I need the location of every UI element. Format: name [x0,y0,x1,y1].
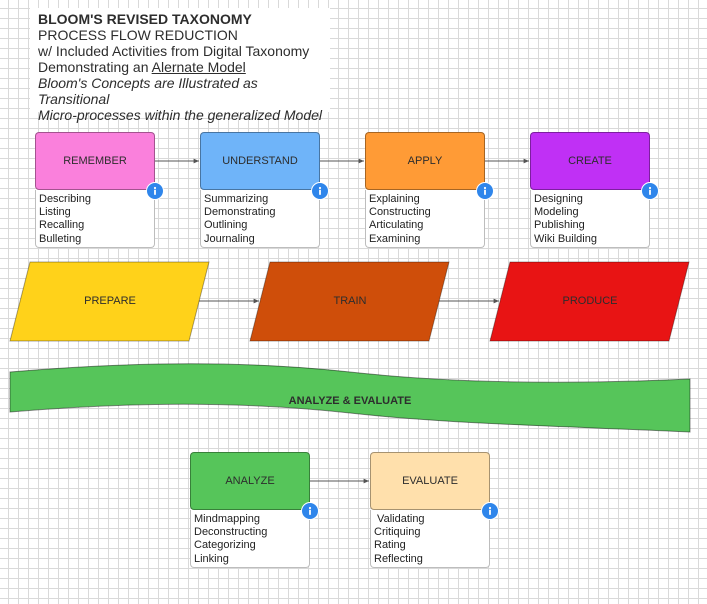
stage-apply-label: APPLY [407,155,443,167]
activity-item: Explaining [369,193,420,205]
info-icon[interactable] [641,182,659,200]
info-icon[interactable] [146,182,164,200]
phase-produce-label: PRODUCE [562,295,617,307]
stage-understand-label: UNDERSTAND [222,155,298,167]
alternate-model-link[interactable]: Alernate Model [151,59,246,75]
stage-analyze-label: ANALYZE [225,475,275,487]
banner-label: ANALYZE & EVALUATE [289,395,412,407]
phase-prepare-label: PREPARE [84,295,136,307]
phase-prepare-shape [9,261,210,342]
info-icon[interactable] [476,182,494,200]
activity-item: Categorizing [194,539,256,552]
stage-understand[interactable]: UNDERSTAND [200,132,320,190]
title-line-4-prefix: Demonstrating an [38,59,152,75]
info-icon[interactable] [311,182,329,200]
activity-item: Publishing [534,219,585,232]
phase-prepare[interactable]: PREPARE [9,261,210,342]
title-line-4: Demonstrating an Alernate Model [38,59,330,75]
activity-item: Summarizing [204,193,269,205]
stage-create-label: CREATE [568,155,612,167]
stage-create[interactable]: CREATE [530,132,650,190]
activity-item: Reflecting [374,552,423,565]
phase-train-shape [249,261,450,342]
activity-item: Describing [39,193,91,205]
activity-item: Bulleting [39,232,82,245]
phase-produce[interactable]: PRODUCE [489,261,690,342]
activity-item: Designing [534,193,583,205]
stage-evaluate[interactable]: EVALUATE [370,452,490,510]
activity-item: Wiki Building [534,232,597,245]
activity-item: Linking [194,552,229,565]
phase-produce-shape [489,261,690,342]
activity-item: Journaling [204,232,255,245]
stage-remember[interactable]: REMEMBER [35,132,155,190]
activity-item: Mindmapping [194,513,261,525]
activity-item: Critiquing [374,526,421,539]
title-line-6: Micro-processes within the generalized M… [38,107,323,123]
phase-train-label: TRAIN [334,295,367,307]
evaluate-activities: Validating Critiquing Rating Reflecting [370,510,490,568]
stage-apply[interactable]: APPLY [365,132,485,190]
banner-shape [9,363,691,433]
analyze-evaluate-banner[interactable]: ANALYZE & EVALUATE [9,363,691,433]
activity-item: Recalling [39,219,85,232]
title-line-5: Bloom's Concepts are Illustrated as Tran… [38,75,258,107]
stage-remember-label: REMEMBER [63,155,127,167]
understand-activities: Summarizing Demonstrating Outlining Jour… [200,190,320,248]
analyze-activities: Mindmapping Deconstructing Categorizing … [190,510,310,568]
activity-item: Outlining [204,219,248,232]
diagram-title: BLOOM'S REVISED TAXONOMY [38,11,252,27]
title-block: BLOOM'S REVISED TAXONOMY PROCESS FLOW RE… [30,8,330,123]
apply-activities: Explaining Constructing Articulating Exa… [365,190,485,248]
activity-item: Modeling [534,206,579,219]
activity-item: Deconstructing [194,526,268,539]
title-line-3: w/ Included Activities from Digital Taxo… [38,43,310,59]
activity-item: Constructing [369,206,431,219]
create-activities: Designing Modeling Publishing Wiki Build… [530,190,650,248]
activity-item: Demonstrating [204,206,276,219]
remember-activities: Describing Listing Recalling Bulleting [35,190,155,248]
activity-item: Rating [374,539,406,552]
stage-analyze[interactable]: ANALYZE [190,452,310,510]
activity-item: Articulating [369,219,424,232]
stage-evaluate-label: EVALUATE [402,475,458,487]
phase-train[interactable]: TRAIN [249,261,450,342]
info-icon[interactable] [301,502,319,520]
info-icon[interactable] [481,502,499,520]
activity-item: Validating [374,513,425,525]
title-line-2: PROCESS FLOW REDUCTION [38,27,238,43]
activity-item: Examining [369,232,421,245]
activity-item: Listing [39,206,71,219]
